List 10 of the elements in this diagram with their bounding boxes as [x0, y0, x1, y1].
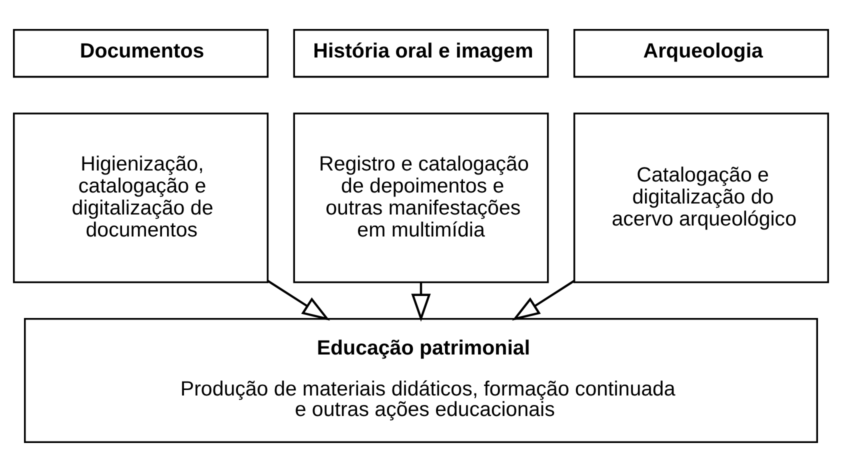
arrow — [512, 279, 575, 320]
node-box: Educação patrimonial Produção de materiais didáticos, formação continuada e outras ações educacionais — [24, 318, 818, 442]
node-box: Catalogação e digitalização do acervo arqueológico — [573, 112, 829, 283]
node-box: História oral e imagem — [293, 28, 549, 78]
arrow — [411, 282, 431, 322]
node-box: Registro e catalogação de depoimentos e outras manifestações em multimídia — [293, 112, 549, 283]
arrow — [267, 279, 330, 320]
node-box: Documentos — [12, 28, 269, 78]
node-box: Arqueologia — [573, 28, 829, 78]
node-box: Higienização, catalogação e digitalização de documentos — [12, 112, 269, 283]
